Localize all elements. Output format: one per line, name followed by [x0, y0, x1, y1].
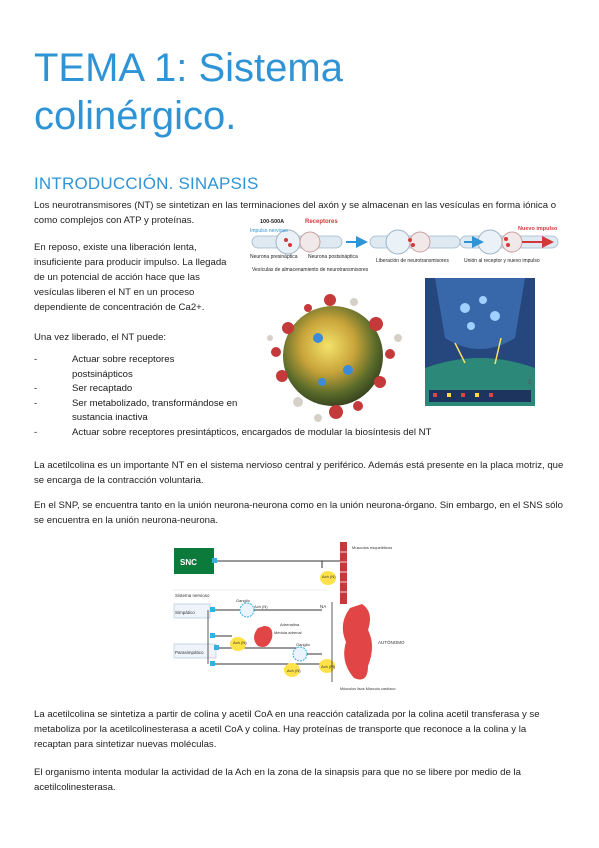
- list-item: -Ser metabolizado, transformándose en su…: [34, 397, 238, 424]
- synaptic-cell-figure: [425, 278, 535, 406]
- adrenal-medulla-label: Médula adrenal: [274, 630, 302, 635]
- ganglion-label: Ganglio: [236, 598, 251, 603]
- page-title: TEMA 1: Sistema colinérgico.: [34, 46, 343, 138]
- union-label: Unión al receptor y nuevo impulso: [464, 258, 540, 264]
- section-heading: INTRODUCCIÓN. SINAPSIS: [34, 174, 259, 193]
- simpatico-label: Simpático: [175, 610, 195, 615]
- na-label: NA: [320, 604, 326, 609]
- synapse-process-drawing: 100-500A Receptores Impulso nervioso Neu…: [250, 219, 559, 273]
- ach-n-label-4: Ach (N): [287, 668, 301, 673]
- ach-m-label: Ach (M): [321, 664, 336, 669]
- list-item: -Ser recaptado: [34, 383, 133, 395]
- sistema-nervioso-label: Sistema nervioso: [175, 593, 210, 598]
- ach-n-label-2: Ach (N): [254, 604, 268, 609]
- ach-n-label-1: Ach (N): [322, 574, 336, 579]
- list-item: -Actuar sobre receptores postsinápticos: [34, 354, 175, 380]
- skeletal-muscle-label: Músculos esqueléticos: [352, 545, 392, 550]
- receptores-label: Receptores: [305, 219, 338, 225]
- snc-label: SNC: [180, 558, 197, 567]
- particle-drawing: [267, 294, 402, 422]
- impulso-label: Impulso nervioso: [250, 228, 288, 234]
- smooth-muscle-label: Músculos lisos Músculo cardíaco: [340, 687, 396, 691]
- synapse-process-figure: 100-500A Receptores Impulso nervioso Neu…: [250, 216, 560, 276]
- size-label: 100-500A: [260, 219, 284, 225]
- neurona-pre-label: Neurona presináptica: [250, 254, 298, 260]
- paragraph-acetylcholine: La acetilcolina es un importante NT en e…: [34, 460, 564, 486]
- paragraph-nt-synthesis: Los neurotransmisores (NT) se sintetizan…: [34, 200, 557, 226]
- vesiculas-label: Vesículas de almacenamiento de neurotran…: [252, 267, 369, 273]
- paragraph-snp: En el SNP, se encuentra tanto en la unió…: [34, 500, 563, 526]
- ach-n-label-3: Ach (N): [233, 640, 247, 645]
- paragraph-rest-release: En reposo, existe una liberación lenta, …: [34, 242, 227, 313]
- adrenaline-label: Adrenalina: [280, 622, 300, 627]
- paragraph-modulation: El organismo intenta modular la activida…: [34, 767, 521, 793]
- nt-actions-list: -Actuar sobre receptores postsinápticos …: [34, 353, 454, 441]
- ans-diagram-drawing: SNC Músculos esqueléticos Ach (N) Sistem…: [172, 542, 405, 691]
- neurona-post-label: Neurona postsináptica: [308, 254, 358, 260]
- particle-illustration: [258, 278, 408, 428]
- liberacion-label: Liberación de neurotransmisores: [376, 258, 449, 264]
- autonomo-label: AUTÓNOMO: [378, 639, 405, 645]
- parasimpatico-label: Parasimpático: [175, 650, 204, 655]
- paragraph-ach-synthesis: La acetilcolina se sintetiza a partir de…: [34, 709, 540, 750]
- paragraph-nt-can: Una vez liberado, el NT puede:: [34, 332, 167, 343]
- ans-diagram: SNC Músculos esqueléticos Ach (N) Sistem…: [172, 542, 434, 694]
- nuevo-impulso-label: Nuevo impulso: [518, 226, 558, 232]
- synaptic-cell-drawing: [425, 278, 535, 406]
- figure-number: 2: [528, 380, 532, 386]
- ganglio-label: Ganglio: [296, 642, 311, 647]
- list-item: -Actuar sobre receptores presintápticos,…: [34, 426, 432, 438]
